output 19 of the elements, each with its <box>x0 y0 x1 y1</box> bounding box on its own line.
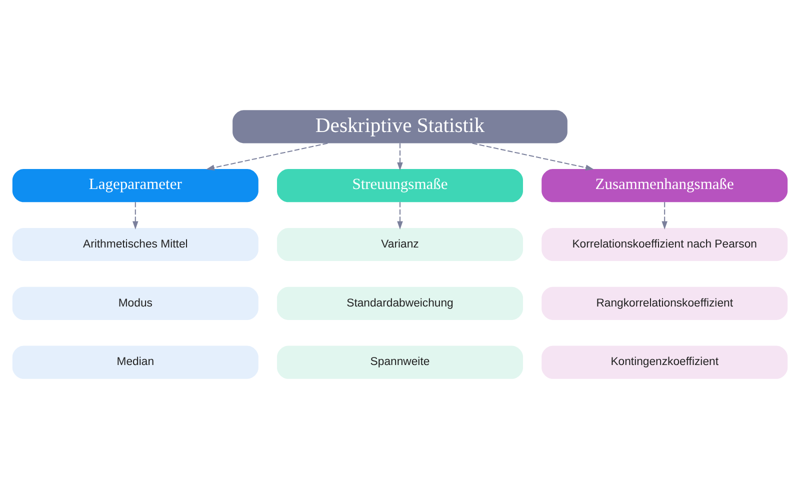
node-box: Standardabweichung <box>277 286 523 320</box>
node-box: Rangkorrelationskoeffizient <box>542 286 788 320</box>
arrow <box>397 143 403 171</box>
node-box: Varianz <box>277 228 523 262</box>
arrow <box>132 202 138 230</box>
node-box: Deskriptive Statistik <box>232 110 568 144</box>
arrow <box>206 142 328 170</box>
node-box: Spannweite <box>277 346 523 379</box>
node-box: Modus <box>12 286 258 320</box>
node-box: Arithmetisches Mittel <box>12 228 258 262</box>
node-box: Zusammenhangsmaße <box>542 169 788 202</box>
node-box: Kontingenzkoeffizient <box>542 346 788 379</box>
node-box: Streuungsmaße <box>277 169 523 202</box>
arrow <box>472 142 594 170</box>
node-box: Lageparameter <box>12 169 258 202</box>
node-box: Median <box>12 346 258 379</box>
node-box: Korrelationskoeffizient nach Pearson <box>542 228 788 262</box>
arrow <box>397 202 403 230</box>
arrow <box>662 202 668 230</box>
